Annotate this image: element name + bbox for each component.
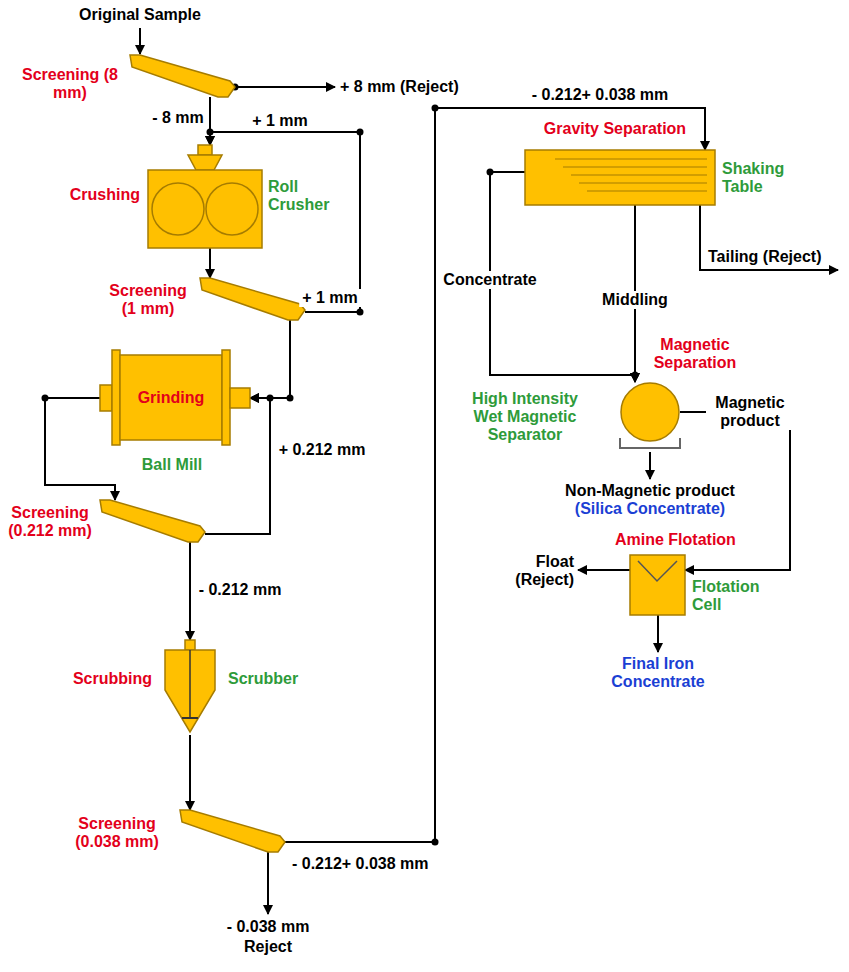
- flow-arrow: [189, 542, 191, 640]
- separator-drum: [621, 383, 679, 441]
- stream-label: Middling: [599, 291, 671, 309]
- equipment-label: Roll Crusher: [268, 178, 343, 214]
- mill-drum: [120, 355, 222, 440]
- stream-label: + 1 mm: [299, 289, 361, 307]
- equipment-label: Ball Mill: [110, 456, 234, 474]
- product-label: Non-Magnetic product: [545, 482, 755, 500]
- process-label: Screening (0.212 mm): [2, 504, 98, 540]
- scrubber-shaft: [189, 650, 191, 718]
- scrubber-motor: [185, 640, 195, 650]
- process-label: Screening (8 mm): [20, 66, 120, 102]
- process-label: Screening (1 mm): [100, 282, 196, 318]
- stream-label: + 0.212 mm: [276, 441, 369, 459]
- stream-label: - 8 mm: [149, 109, 207, 127]
- equipment-shape: [525, 150, 715, 205]
- product-label: (Silica Concentrate): [545, 500, 755, 518]
- screen: Screening (0.212 mm): [100, 500, 205, 542]
- screen-deck: [180, 810, 285, 852]
- process-label: Amine Flotation: [615, 531, 785, 549]
- equipment-shape: [130, 55, 235, 97]
- reject-label: Float (Reject): [508, 553, 574, 589]
- flow-arrow: [189, 735, 191, 810]
- scrubber: ScrubbingScrubber: [160, 640, 220, 735]
- flow-arrow: [250, 320, 290, 398]
- reject-label: Reject: [218, 938, 318, 956]
- equipment-shape: [630, 555, 685, 615]
- stream-label: - 0.212 mm: [196, 581, 285, 599]
- table-riffle: [563, 166, 707, 167]
- mill-trunnion: [100, 385, 112, 411]
- stream-label: - 0.212+ 0.038 mm: [529, 86, 672, 104]
- scrubber-impeller: [182, 717, 198, 719]
- equipment-label: High Intensity Wet Magnetic Separator: [460, 390, 590, 444]
- feed-hopper: [188, 155, 222, 170]
- separator-tank: [620, 438, 680, 448]
- process-label: Screening (0.038 mm): [58, 815, 176, 851]
- table-riffle: [555, 158, 707, 159]
- process-label: Crushing: [30, 186, 140, 204]
- equipment-shape: [160, 640, 220, 735]
- feed-label: Original Sample: [60, 6, 220, 24]
- crusher-roll: [152, 183, 204, 235]
- flotation-impeller: [638, 561, 677, 581]
- magnetic-separator: Magnetic SeparationHigh Intensity Wet Ma…: [620, 382, 680, 452]
- process-label: Grinding: [120, 389, 222, 407]
- screen: Screening (1 mm): [200, 278, 305, 320]
- equipment-shape: [200, 278, 305, 320]
- screen: Screening (0.038 mm): [180, 810, 285, 852]
- equipment-shape: [148, 145, 262, 248]
- stream-label: Concentrate: [440, 271, 539, 289]
- mill-flange: [222, 350, 230, 445]
- screen-deck: [200, 278, 305, 320]
- equipment-shape: [620, 382, 680, 452]
- reject-line: [235, 86, 335, 88]
- flow-arrow: [209, 248, 211, 278]
- product-line: [649, 452, 651, 479]
- flotation-cell: Amine FlotationFlotation Cell: [630, 555, 685, 615]
- flow-arrow: [45, 398, 115, 500]
- table-riffle: [571, 174, 707, 175]
- equipment-label: Scrubber: [228, 670, 318, 688]
- equipment-shape: [180, 810, 285, 852]
- stream-label: - 0.212+ 0.038 mm: [292, 855, 462, 873]
- mill-flange: [112, 350, 120, 445]
- roll-crusher: CrushingRoll Crusher: [148, 145, 262, 248]
- screen: Screening (8 mm): [130, 55, 235, 97]
- table-riffle: [579, 182, 707, 183]
- feed-line: [139, 28, 141, 54]
- stream-label: - 0.038 mm: [218, 918, 318, 936]
- product-line: [657, 615, 659, 652]
- equipment-label: Flotation Cell: [692, 578, 777, 614]
- screen-deck: [100, 500, 205, 542]
- reject-line: [267, 852, 269, 914]
- flotation-tank: [630, 555, 685, 615]
- process-label: Scrubbing: [40, 670, 152, 688]
- equipment-shape: [100, 500, 205, 542]
- reject-label: Tailing (Reject): [708, 248, 843, 266]
- stream-label: Magnetic product: [706, 394, 794, 430]
- shaking-table: Gravity SeparationShaking Table: [525, 150, 715, 205]
- reject-label: + 8 mm (Reject): [340, 78, 510, 96]
- process-label: Magnetic Separation: [645, 336, 745, 372]
- float-line: [578, 569, 630, 571]
- crusher-roll: [206, 183, 258, 235]
- scrubber-tank: [165, 650, 215, 732]
- screen-deck: [130, 55, 235, 97]
- product-label: Final Iron Concentrate: [603, 655, 713, 691]
- table-riffle: [587, 190, 707, 191]
- table-deck: [525, 150, 715, 205]
- flow-arrow: [285, 108, 705, 842]
- mill-trunnion: [230, 388, 250, 408]
- stream-label: + 1 mm: [245, 112, 315, 130]
- ball-mill: GrindingBall Mill: [100, 345, 250, 450]
- crusher-body: [148, 170, 262, 248]
- feed-hopper: [198, 145, 212, 155]
- process-label: Gravity Separation: [530, 120, 700, 138]
- equipment-label: Shaking Table: [722, 160, 802, 196]
